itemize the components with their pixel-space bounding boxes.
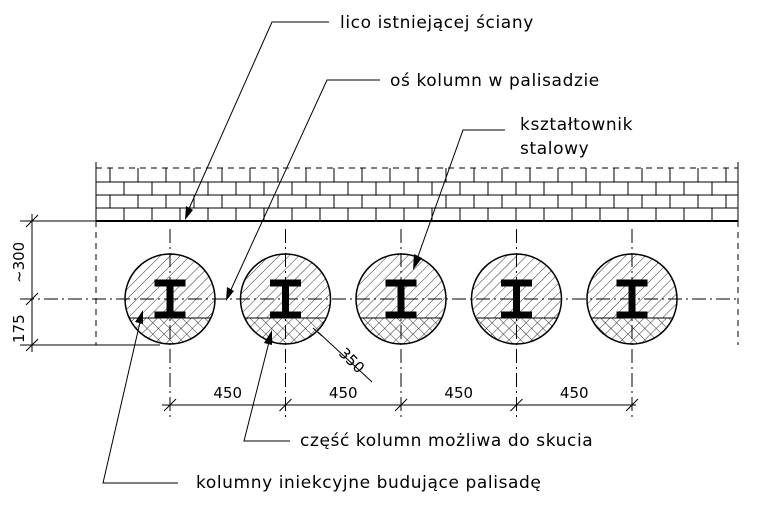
removable-column-part (244, 318, 327, 344)
injection-column (355, 229, 447, 420)
vertical-dimensions: ~300 175 (10, 214, 39, 352)
dim-spacing: 450 (329, 384, 358, 402)
steel-i-beam (501, 279, 532, 319)
dim-offset-upper: ~300 (10, 242, 28, 283)
dim-offset-lower: 175 (10, 314, 28, 343)
injection-columns (124, 229, 678, 420)
dim-spacing: 450 (213, 384, 242, 402)
steel-i-beam (270, 279, 301, 319)
existing-brick-wall (95, 162, 739, 222)
dim-diameter: 350 (335, 344, 368, 377)
removable-column-part (591, 318, 673, 344)
injection-column (124, 229, 216, 420)
label-column-axis: oś kolumn w palisadzie (390, 71, 600, 91)
label-injection-columns: kolumny iniekcyjne budujące palisadę (196, 473, 542, 493)
injection-column (586, 229, 678, 420)
label-steel-section-line2: stalowy (520, 139, 589, 159)
diameter-dimension: 350 (312, 327, 373, 383)
spacing-dimensions: 450 450 450 450 (162, 384, 639, 412)
leader-column-axis: oś kolumn w palisadzie (226, 71, 600, 301)
leader-removable-part: część kolumn możliwa do skucia (243, 330, 593, 451)
label-removable-part: część kolumn możliwa do skucia (300, 431, 593, 451)
leader-steel-section: kształtownik stalowy (413, 115, 633, 270)
label-wall-face: lico istniejącej ściany (340, 13, 534, 33)
brick-joints (109, 168, 727, 221)
leader-injection-columns: kolumny iniekcyjne budujące palisadę (102, 310, 542, 493)
removable-column-part (360, 318, 442, 344)
dim-spacing: 450 (444, 384, 473, 402)
label-steel-section-line1: kształtownik (520, 115, 633, 135)
removable-column-part (129, 318, 211, 344)
injection-column (470, 229, 563, 420)
removable-column-part (475, 318, 558, 344)
dim-spacing: 450 (560, 384, 589, 402)
leader-wall-face: lico istniejącej ściany (185, 13, 534, 220)
injection-column (239, 229, 332, 420)
steel-i-beam (616, 279, 648, 319)
steel-i-beam (154, 279, 186, 319)
steel-i-beam (385, 279, 417, 319)
